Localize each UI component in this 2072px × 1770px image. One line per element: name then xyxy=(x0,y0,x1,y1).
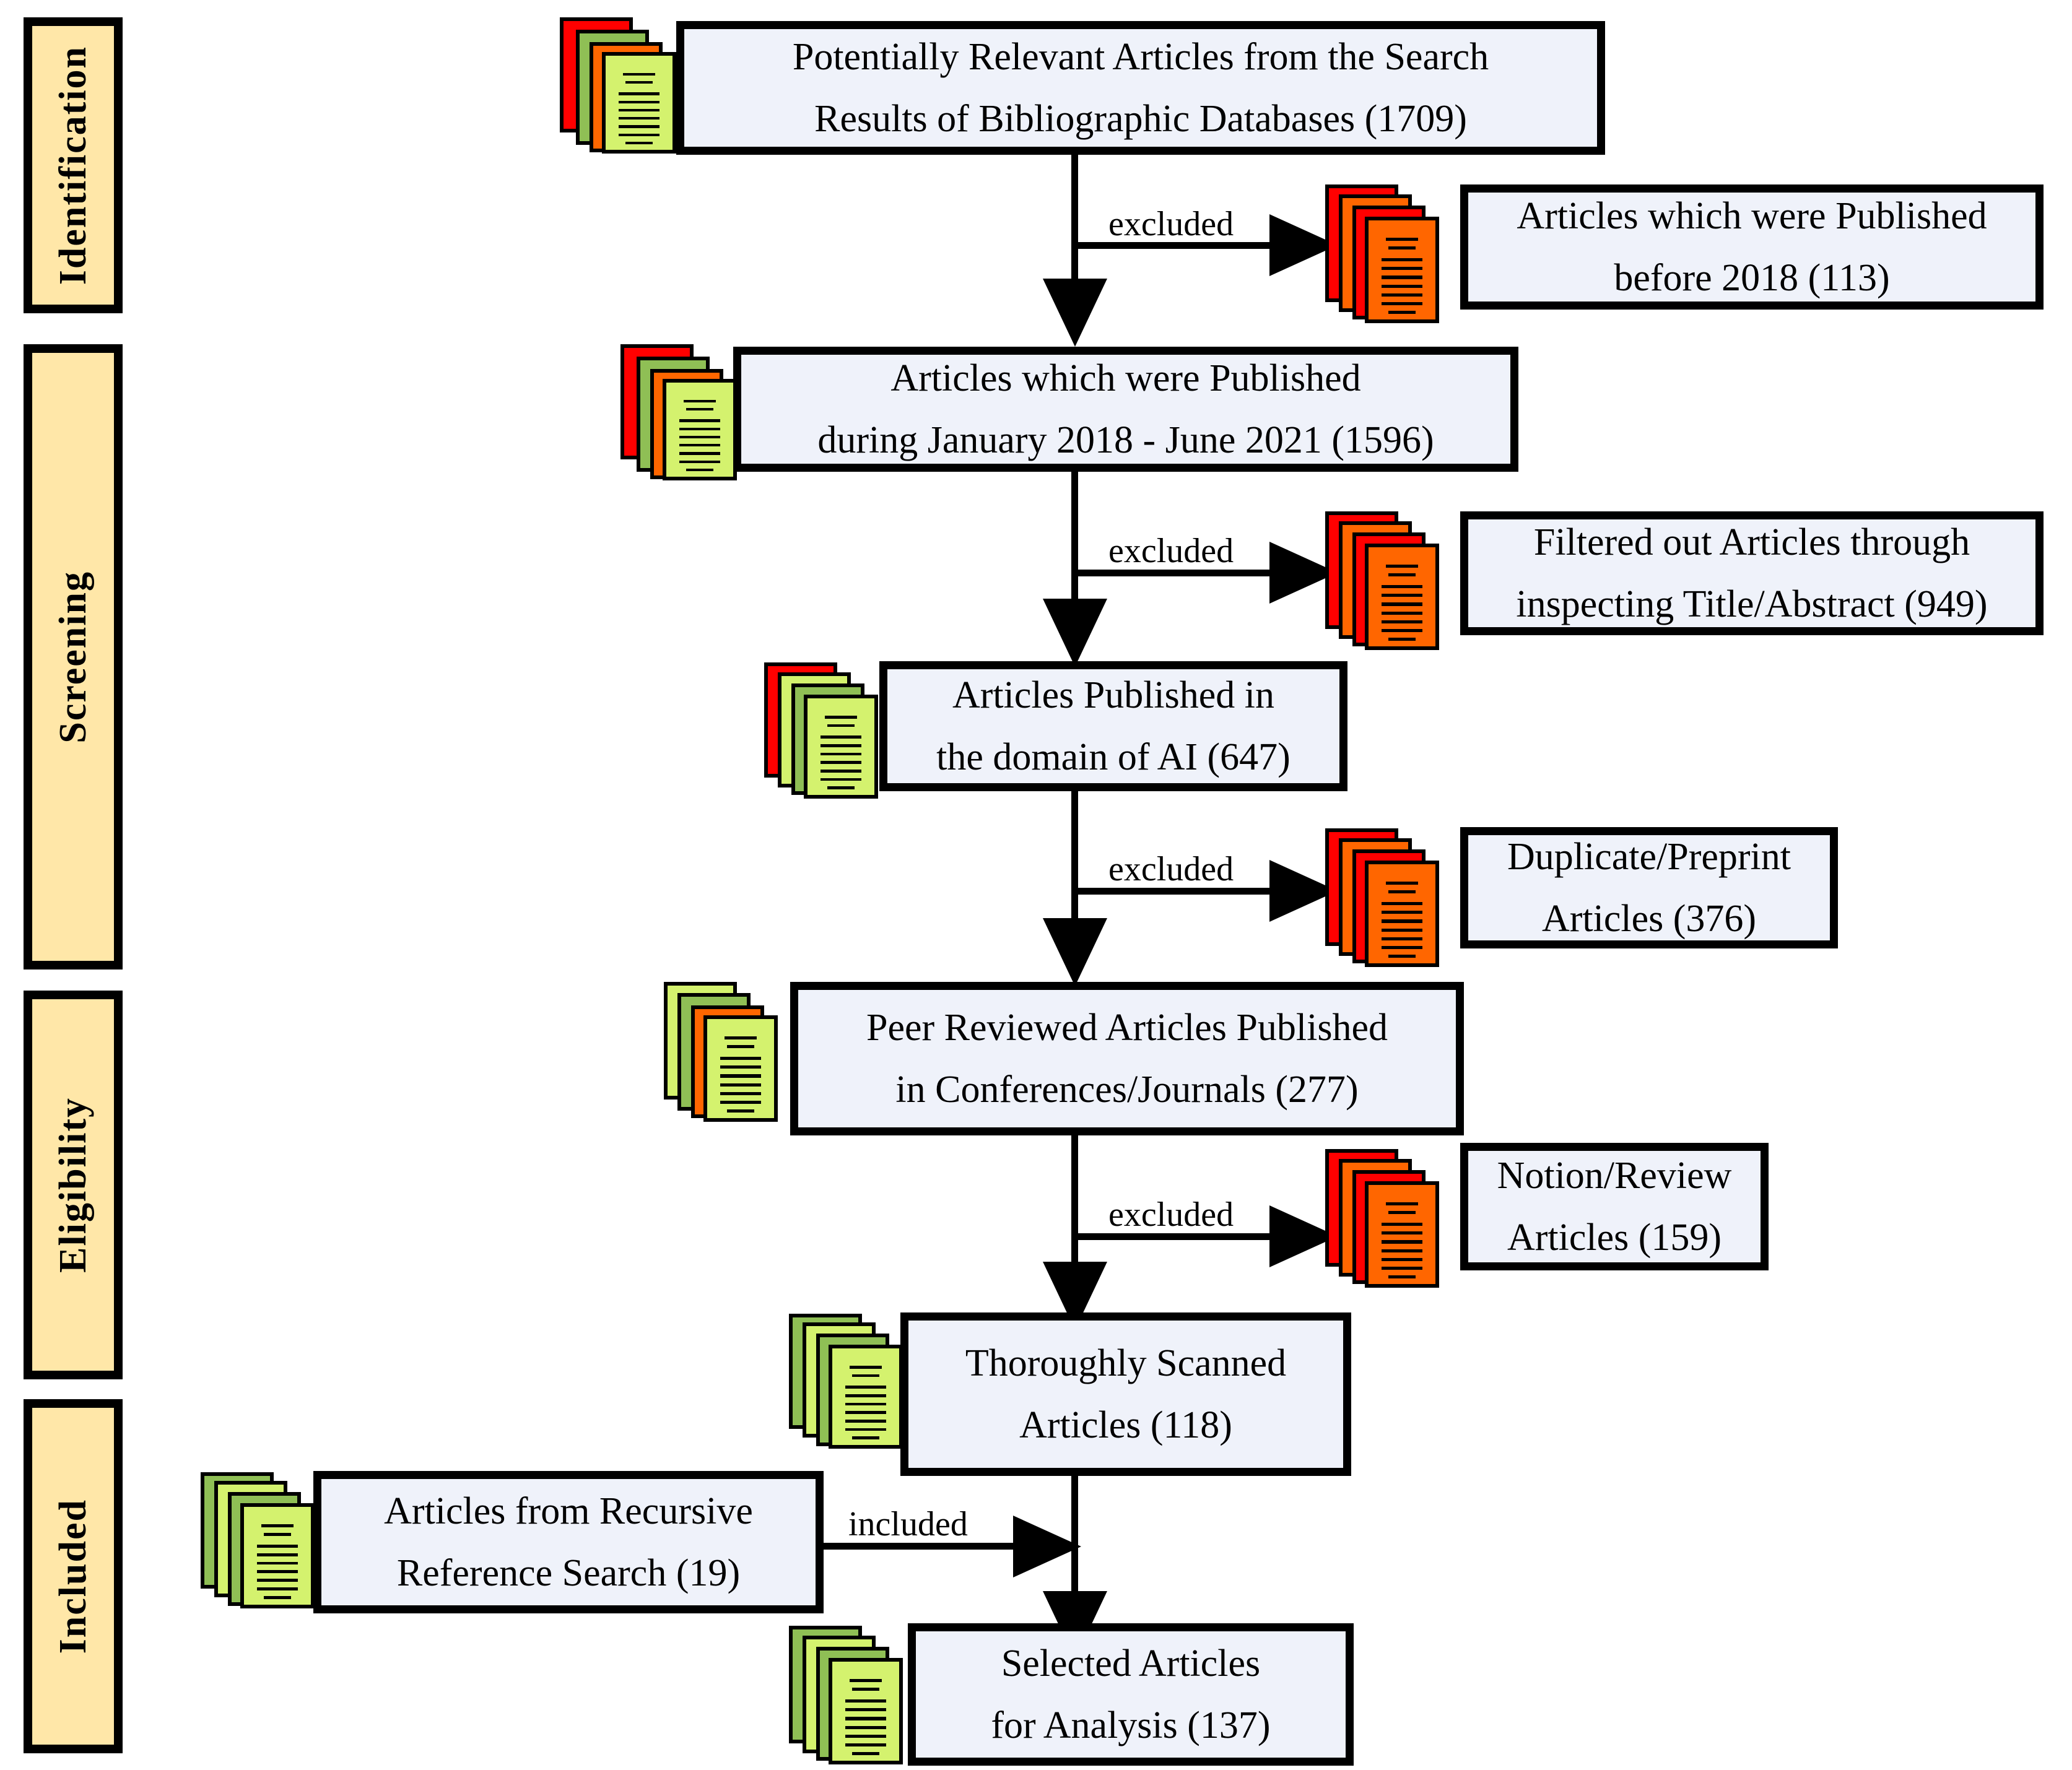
phase-label-included: Included xyxy=(24,1399,123,1753)
document-stack-icon xyxy=(557,17,681,154)
arrowhead-n3-n4 xyxy=(1043,918,1107,986)
document-stack-icon xyxy=(1323,1149,1447,1289)
document-stack-icon xyxy=(762,662,886,799)
flow-node-n3-line1: Articles Published in xyxy=(952,674,1275,716)
phase-label-eligibility-text: Eligibility xyxy=(51,1097,94,1273)
edge-label-excluded-4: excluded xyxy=(1108,1195,1234,1234)
flow-node-n7[interactable]: Selected Articles for Analysis (137) xyxy=(908,1623,1354,1766)
document-stack-icon xyxy=(618,344,742,480)
edge-label-excluded-1: excluded xyxy=(1108,205,1234,243)
phase-label-included-text: Included xyxy=(51,1498,94,1654)
arrowhead-n2-n3 xyxy=(1043,599,1107,667)
excluded-node-x2[interactable]: Filtered out Articles through inspecting… xyxy=(1460,511,2044,635)
flow-node-n2-line2: during January 2018 - June 2021 (1596) xyxy=(817,419,1434,461)
arrowhead-included-1 xyxy=(1013,1516,1081,1577)
connector-n2-n3 xyxy=(1071,468,1078,654)
edge-label-included-1: included xyxy=(848,1505,968,1543)
flow-node-n5-line2: Articles (118) xyxy=(1019,1404,1232,1446)
phase-label-screening-text: Screening xyxy=(51,570,94,744)
flow-node-n4[interactable]: Peer Reviewed Articles Published in Conf… xyxy=(790,982,1464,1135)
flow-node-n6-line1: Articles from Recursive xyxy=(384,1490,753,1532)
connector-excluded-3 xyxy=(1074,888,1310,895)
connector-n3-n4 xyxy=(1071,787,1078,973)
phase-label-identification: Identification xyxy=(24,17,123,313)
excluded-node-x4-line2: Articles (159) xyxy=(1507,1217,1722,1259)
arrowhead-n1-n2 xyxy=(1043,279,1107,347)
flow-node-n3-line2: the domain of AI (647) xyxy=(936,736,1291,778)
document-stack-icon xyxy=(661,982,785,1122)
flow-node-n3[interactable]: Articles Published in the domain of AI (… xyxy=(879,661,1347,791)
excluded-node-x1-line1: Articles which were Published xyxy=(1517,194,1987,237)
flow-node-n2[interactable]: Articles which were Published during Jan… xyxy=(733,347,1518,472)
flow-node-n4-line2: in Conferences/Journals (277) xyxy=(895,1069,1359,1111)
document-stack-icon xyxy=(1323,511,1447,651)
connector-excluded-4 xyxy=(1074,1233,1310,1240)
excluded-node-x4-line1: Notion/Review xyxy=(1497,1154,1732,1197)
document-stack-icon xyxy=(198,1472,322,1610)
phase-label-screening: Screening xyxy=(24,344,123,970)
connector-excluded-1 xyxy=(1074,242,1310,249)
excluded-node-x1[interactable]: Articles which were Published before 201… xyxy=(1460,184,2044,310)
flow-node-n1[interactable]: Potentially Relevant Articles from the S… xyxy=(676,21,1605,155)
edge-label-excluded-3: excluded xyxy=(1108,850,1234,888)
excluded-node-x4[interactable]: Notion/Review Articles (159) xyxy=(1460,1143,1769,1270)
flow-node-n6[interactable]: Articles from Recursive Reference Search… xyxy=(313,1471,824,1613)
flow-node-n1-line2: Results of Bibliographic Databases (1709… xyxy=(814,98,1467,140)
excluded-node-x2-line2: inspecting Title/Abstract (949) xyxy=(1516,583,1988,625)
phase-label-eligibility: Eligibility xyxy=(24,991,123,1379)
flow-node-n1-line1: Potentially Relevant Articles from the S… xyxy=(792,35,1489,78)
flow-node-n5[interactable]: Thoroughly Scanned Articles (118) xyxy=(900,1312,1351,1476)
flow-node-n2-line1: Articles which were Published xyxy=(890,357,1361,399)
flow-node-n5-line1: Thoroughly Scanned xyxy=(965,1342,1287,1384)
flow-node-n4-line1: Peer Reviewed Articles Published xyxy=(866,1006,1388,1049)
document-stack-icon xyxy=(1323,184,1447,324)
document-stack-icon xyxy=(786,1626,910,1766)
phase-label-identification-text: Identification xyxy=(51,45,94,285)
flow-node-n7-line1: Selected Articles xyxy=(1001,1642,1261,1685)
excluded-node-x3[interactable]: Duplicate/Preprint Articles (376) xyxy=(1460,827,1838,948)
document-stack-icon xyxy=(1323,828,1447,968)
document-stack-icon xyxy=(786,1314,910,1450)
flow-node-n7-line2: for Analysis (137) xyxy=(991,1704,1271,1746)
excluded-node-x2-line1: Filtered out Articles through xyxy=(1533,521,1970,563)
connector-n4-n5 xyxy=(1071,1132,1078,1317)
connector-included-1 xyxy=(824,1543,1077,1550)
excluded-node-x3-line2: Articles (376) xyxy=(1541,898,1757,940)
edge-label-excluded-2: excluded xyxy=(1108,532,1234,570)
connector-excluded-2 xyxy=(1074,570,1310,576)
flow-node-n6-line2: Reference Search (19) xyxy=(396,1552,741,1594)
excluded-node-x3-line1: Duplicate/Preprint xyxy=(1507,835,1791,878)
excluded-node-x1-line2: before 2018 (113) xyxy=(1614,257,1890,299)
